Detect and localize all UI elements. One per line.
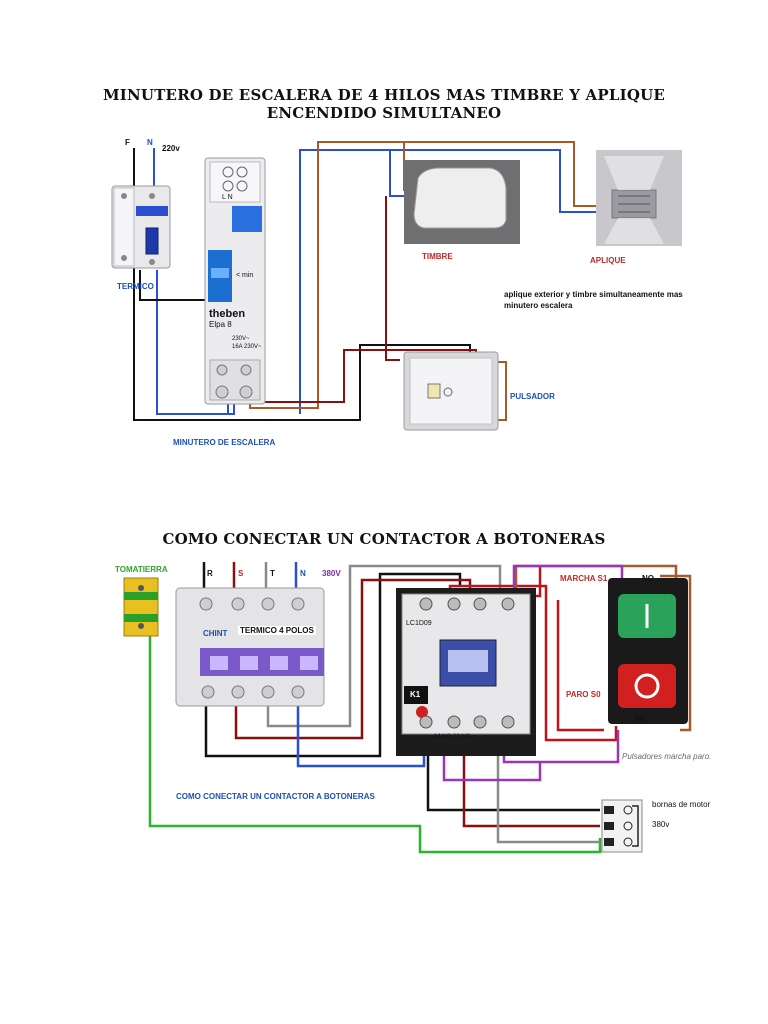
timer-spec1-text: 230V~ bbox=[232, 336, 250, 342]
label-voltage-220: 220v bbox=[162, 144, 180, 153]
label-nc: NC bbox=[634, 714, 646, 723]
note-line2: minutero escalera bbox=[504, 301, 573, 310]
label-marcha-s1: MARCHA S1 bbox=[560, 574, 608, 583]
breaker-1p-n bbox=[111, 185, 171, 269]
contactor-bottom-text: 14 NO 22 NC bbox=[434, 734, 471, 740]
label-phase-s: S bbox=[238, 569, 244, 578]
label-timbre: TIMBRE bbox=[422, 252, 453, 261]
label-aplique: APLIQUE bbox=[590, 256, 626, 265]
diagram1-title-line2: ENCENDIDO SIMULTANEO bbox=[266, 104, 502, 122]
pushbutton-device bbox=[403, 351, 499, 431]
note-line1: aplique exterior y timbre simultaneament… bbox=[504, 290, 683, 299]
label-phase-r: R bbox=[207, 569, 213, 578]
contactor-k1 bbox=[396, 588, 536, 756]
label-pulsadores-marcha-paro: Pulsadores marcha paro. bbox=[622, 752, 712, 761]
timer-brand-text: theben bbox=[209, 308, 246, 320]
label-bornas-de-motor: bornas de motor bbox=[652, 800, 711, 809]
label-voltage-380: 380V bbox=[322, 569, 341, 578]
label-phase-n: N bbox=[300, 569, 306, 578]
pushbutton-station bbox=[608, 578, 688, 724]
earth-terminal bbox=[123, 577, 159, 637]
label-phase-f: F bbox=[125, 138, 130, 147]
label-minutero: MINUTERO DE ESCALERA bbox=[173, 438, 276, 447]
diagram2-wires bbox=[148, 562, 692, 854]
timer-model-text: Elpa 8 bbox=[209, 320, 232, 329]
diagram2-title: COMO CONECTAR UN CONTACTOR A BOTONERAS bbox=[162, 530, 606, 548]
staircase-timer bbox=[204, 157, 266, 405]
timer-spec2-text: 16A 230V~ bbox=[232, 344, 262, 350]
label-k1: K1 bbox=[410, 690, 421, 699]
diagram1-wires bbox=[133, 141, 596, 421]
label-motor-380v: 380v bbox=[652, 820, 670, 829]
wall-lamp-device bbox=[596, 150, 682, 246]
label-neutral-n: N bbox=[147, 138, 153, 147]
motor-terminal-box bbox=[601, 799, 643, 853]
timer-min-text: < min bbox=[236, 272, 254, 279]
label-termico-4-polos: TERMICO 4 POLOS bbox=[238, 626, 316, 635]
bell-device bbox=[404, 160, 520, 244]
diagram1-title-line1: MINUTERO DE ESCALERA DE 4 HILOS MAS TIMB… bbox=[102, 86, 666, 104]
breaker-4-poles bbox=[175, 587, 325, 707]
label-tomatierra: TOMATIERRA bbox=[115, 565, 168, 574]
label-termico: TERMICO bbox=[117, 282, 154, 291]
contactor-model-text: LC1D09 bbox=[406, 620, 432, 627]
breaker-brand-text: CHINT bbox=[203, 629, 228, 638]
timer-terminals-text: L N bbox=[222, 194, 233, 201]
label-phase-t: T bbox=[270, 569, 275, 578]
label-bottom-caption: COMO CONECTAR UN CONTACTOR A BOTONERAS bbox=[176, 792, 375, 801]
label-no: NO bbox=[642, 574, 654, 583]
label-pulsador: PULSADOR bbox=[510, 392, 555, 401]
label-paro-s0: PARO S0 bbox=[566, 690, 601, 699]
